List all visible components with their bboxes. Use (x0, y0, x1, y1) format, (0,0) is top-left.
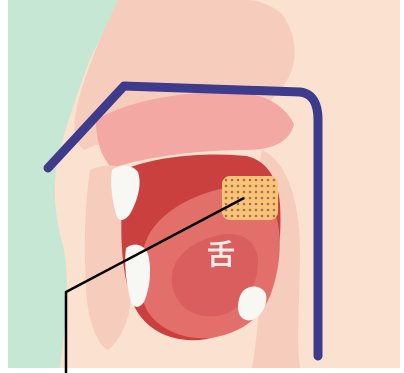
grid-dot (261, 203, 264, 206)
grid-dot (255, 179, 258, 182)
grid-dot (267, 185, 270, 188)
grid-dot (249, 197, 252, 200)
grid-dot (261, 185, 264, 188)
highlight-grid (222, 176, 278, 220)
grid-dot (243, 209, 246, 212)
grid-dot (255, 209, 258, 212)
grid-dot (243, 203, 246, 206)
grid-dot (255, 197, 258, 200)
grid-dot (231, 185, 234, 188)
grid-dot (273, 197, 276, 200)
grid-dot (231, 215, 234, 218)
grid-dot (267, 197, 270, 200)
grid-dot (231, 209, 234, 212)
grid-dot (273, 215, 276, 218)
grid-dot (249, 203, 252, 206)
grid-dot (273, 191, 276, 194)
grid-dot (243, 191, 246, 194)
tongue-label: 舌 (207, 238, 235, 271)
grid-dot (237, 197, 240, 200)
grid-dot (249, 185, 252, 188)
grid-dot (267, 215, 270, 218)
grid-dot (273, 203, 276, 206)
grid-dot (237, 209, 240, 212)
grid-dot (237, 215, 240, 218)
grid-dot (231, 197, 234, 200)
grid-dot (225, 191, 228, 194)
grid-dot (261, 191, 264, 194)
grid-dot (225, 179, 228, 182)
grid-dot (273, 209, 276, 212)
grid-dot (255, 185, 258, 188)
grid-dot (225, 215, 228, 218)
grid-dot (225, 197, 228, 200)
grid-dot (249, 215, 252, 218)
grid-dot (261, 197, 264, 200)
grid-dot (249, 191, 252, 194)
grid-dot (243, 215, 246, 218)
grid-dot (237, 185, 240, 188)
grid-dot (273, 179, 276, 182)
grid-dot (225, 203, 228, 206)
grid-dot (267, 179, 270, 182)
grid-dot (243, 179, 246, 182)
grid-dot (255, 203, 258, 206)
grid-dot (273, 185, 276, 188)
grid-dot (267, 209, 270, 212)
grid-dot (249, 209, 252, 212)
grid-dot (237, 191, 240, 194)
grid-dot (225, 185, 228, 188)
grid-dot (261, 215, 264, 218)
grid-dot (243, 185, 246, 188)
grid-dot (255, 191, 258, 194)
grid-dot (267, 203, 270, 206)
grid-dot (261, 179, 264, 182)
grid-dot (237, 179, 240, 182)
grid-dot (249, 179, 252, 182)
grid-dot (231, 179, 234, 182)
grid-dot (267, 191, 270, 194)
grid-dot (237, 203, 240, 206)
grid-dot (261, 209, 264, 212)
grid-dot (231, 191, 234, 194)
grid-dot (255, 215, 258, 218)
